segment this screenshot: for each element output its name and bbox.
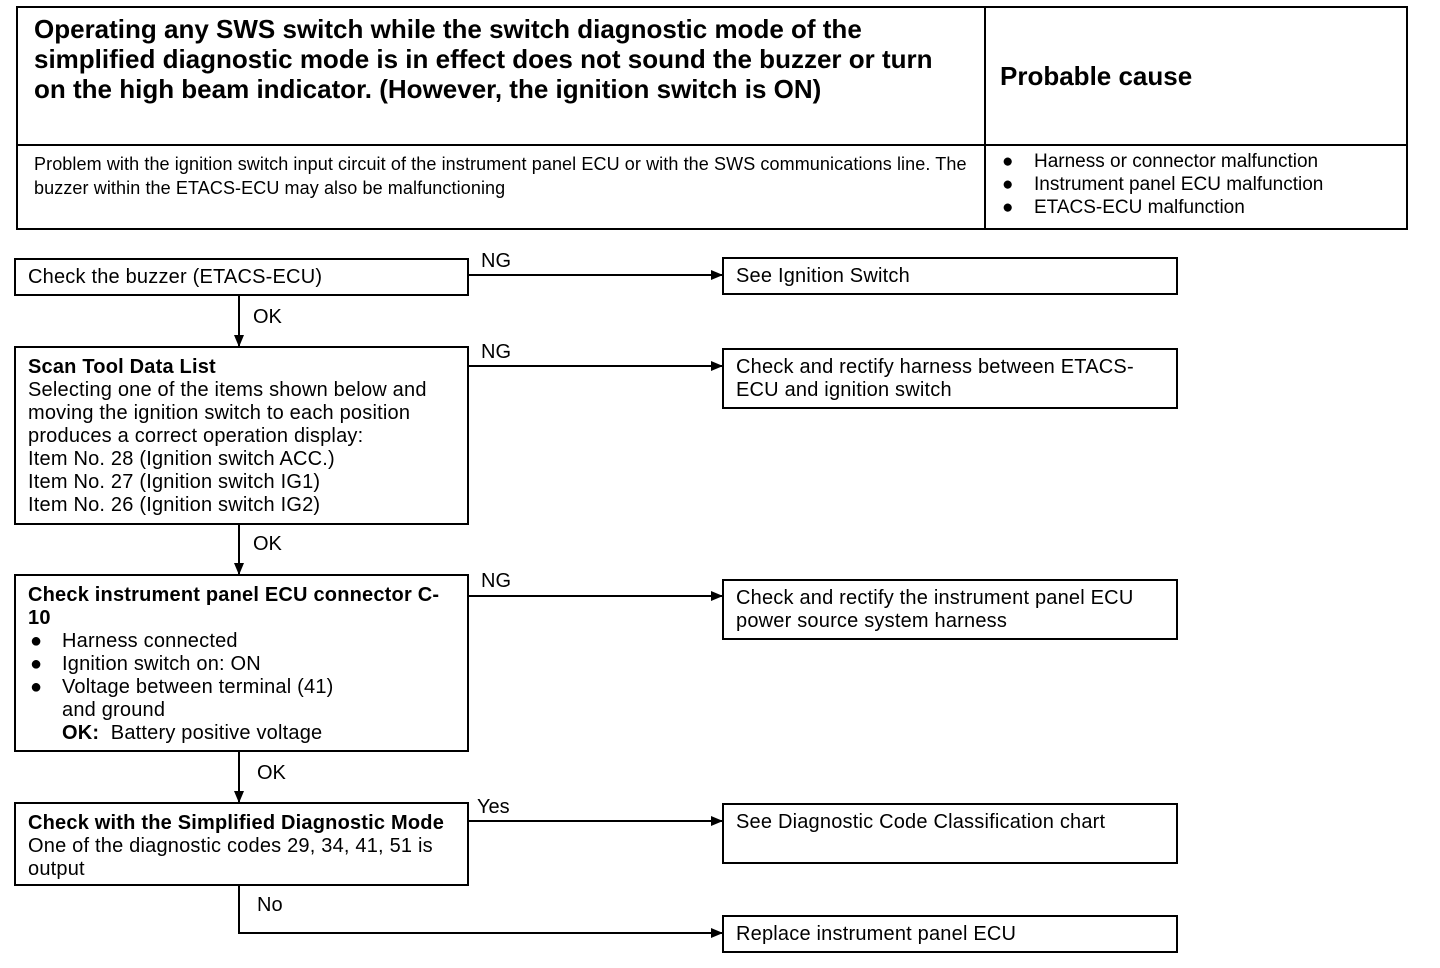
check-item: ●Voltage between terminal (41) and groun… bbox=[30, 676, 334, 721]
bullet-icon: ● bbox=[30, 630, 43, 652]
ok-criterion: OK: Battery positive voltage bbox=[62, 722, 323, 744]
header-table: Operating any SWS switch while the switc… bbox=[16, 6, 1408, 230]
bullet-icon: ● bbox=[30, 676, 43, 698]
cause-item: ●Harness or connector malfunction bbox=[1002, 151, 1319, 172]
ok-label: OK bbox=[253, 306, 282, 328]
result-see-ignition-switch: See Ignition Switch bbox=[722, 257, 1178, 295]
cause-item: ●Instrument panel ECU malfunction bbox=[1002, 174, 1324, 195]
check-item: ●Harness connected bbox=[30, 630, 238, 652]
bullet-icon: ● bbox=[30, 653, 43, 675]
probable-cause-heading: Probable cause bbox=[984, 8, 1406, 146]
bullet-icon: ● bbox=[1002, 151, 1014, 172]
step-scan-tool-data-list: Scan Tool Data List Selecting one of the… bbox=[14, 346, 469, 525]
result-rectify-harness-etacs: Check and rectify harness between ETACS-… bbox=[722, 348, 1178, 409]
step-simplified-diagnostic-mode: Check with the Simplified Diagnostic Mod… bbox=[14, 802, 469, 886]
ng-label: NG bbox=[481, 570, 511, 592]
symptom-heading: Operating any SWS switch while the switc… bbox=[18, 8, 986, 146]
cause-item: ●ETACS-ECU malfunction bbox=[1002, 197, 1245, 218]
result-rectify-power-source: Check and rectify the instrument panel E… bbox=[722, 579, 1178, 640]
ok-label: OK bbox=[257, 762, 286, 784]
yes-label: Yes bbox=[477, 796, 510, 818]
symptom-description: Problem with the ignition switch input c… bbox=[18, 144, 986, 228]
no-arrow bbox=[238, 886, 723, 938]
ok-label: OK bbox=[253, 533, 282, 555]
check-item: ●Ignition switch on: ON bbox=[30, 653, 261, 675]
bullet-icon: ● bbox=[1002, 197, 1014, 218]
bullet-icon: ● bbox=[1002, 174, 1014, 195]
ng-label: NG bbox=[481, 341, 511, 363]
ng-label: NG bbox=[481, 250, 511, 272]
result-diagnostic-code-chart: See Diagnostic Code Classification chart bbox=[722, 803, 1178, 864]
step-check-buzzer: Check the buzzer (ETACS-ECU) bbox=[14, 258, 469, 296]
no-label: No bbox=[257, 894, 283, 916]
result-replace-ecu: Replace instrument panel ECU bbox=[722, 915, 1178, 953]
probable-cause-list: ●Harness or connector malfunction ●Instr… bbox=[984, 144, 1406, 228]
step-check-ecu-connector: Check instrument panel ECU connector C-1… bbox=[14, 574, 469, 752]
